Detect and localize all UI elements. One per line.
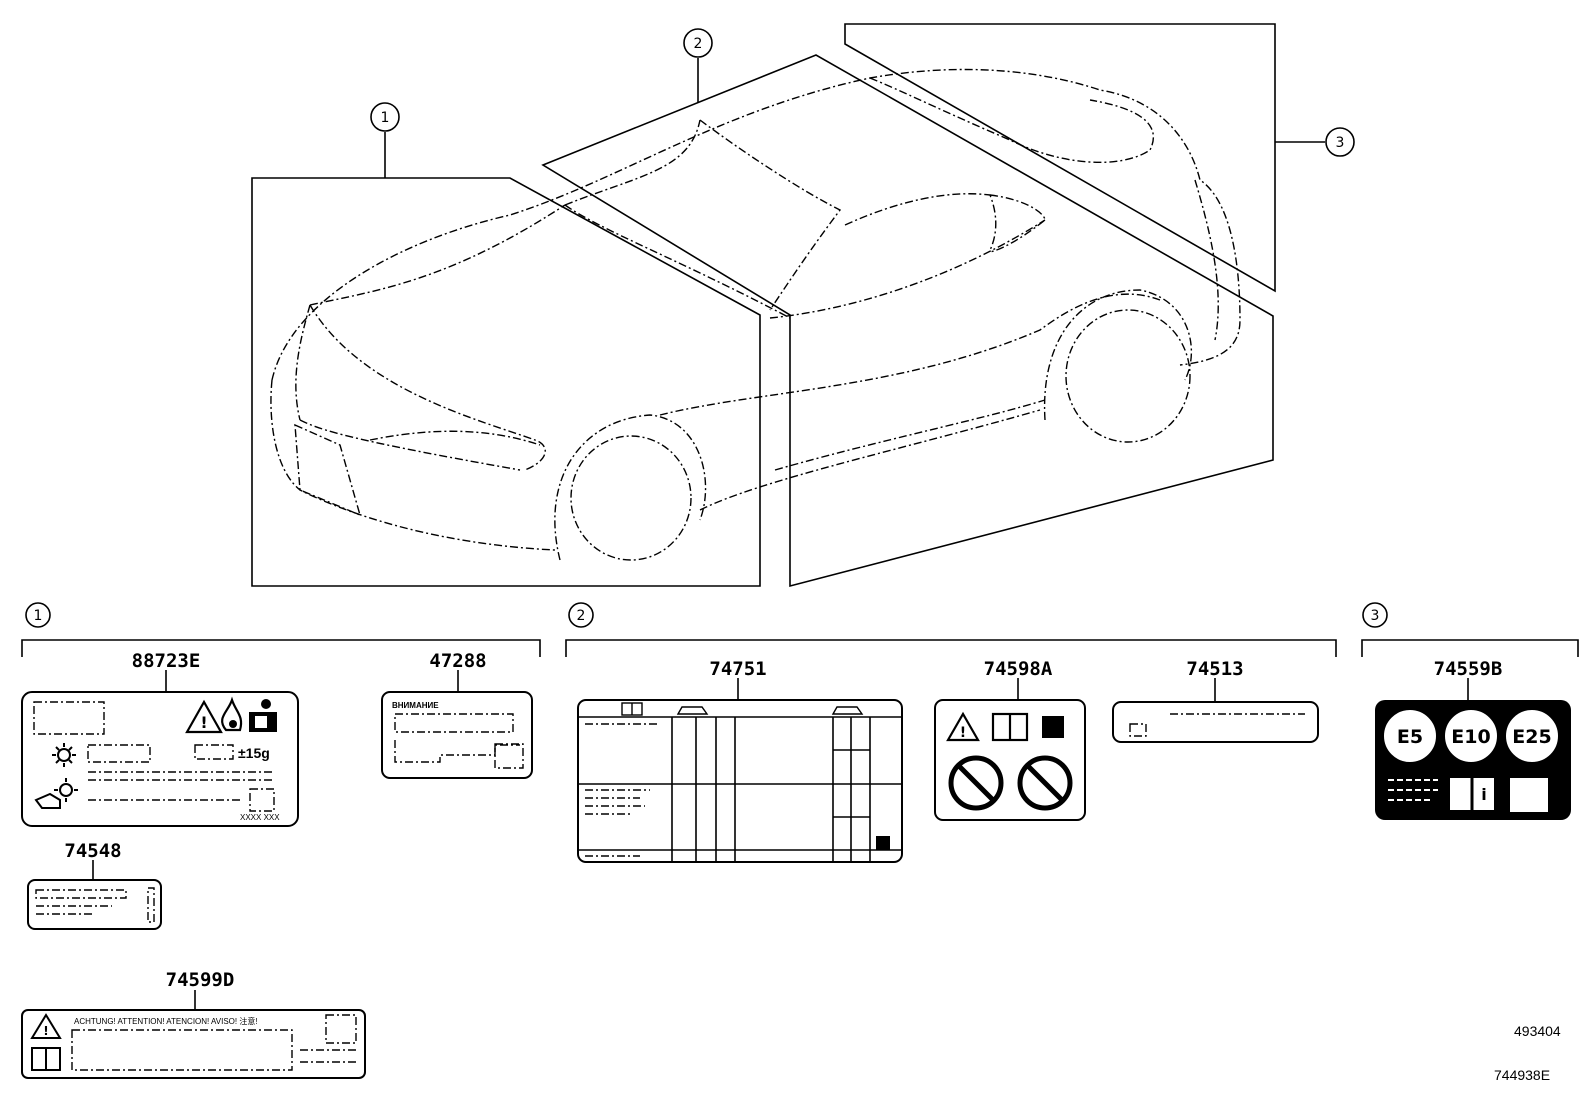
fuel-e5-badge — [1380, 706, 1440, 766]
car-icon — [676, 706, 709, 715]
svg-text:±15g: ±15g — [238, 745, 270, 761]
label-74548: 74548 — [27, 840, 162, 930]
warning-triangle-icon: ! — [946, 711, 980, 742]
fuel-e10-badge — [1441, 706, 1501, 766]
group-3-header: 3 — [1361, 602, 1579, 657]
svg-text:74559B: 74559B — [1434, 658, 1503, 680]
svg-text:ACHTUNG! ATTENTION! ATENCION: ACHTUNG! ATTENTION! ATENCION! AVISO! 注意! — [74, 1016, 258, 1026]
svg-text:E5: E5 — [1397, 726, 1423, 748]
fuel-e25-badge — [1502, 706, 1562, 766]
svg-text:E10: E10 — [1451, 726, 1490, 748]
svg-text:XXXX XXX: XXXX XXX — [240, 813, 280, 822]
svg-text:ВНИМАНИЕ: ВНИМАНИЕ — [392, 701, 439, 710]
svg-text:3: 3 — [1371, 608, 1380, 624]
ref-code-493404: 493404 — [1514, 1023, 1561, 1039]
car-illustration — [251, 23, 1276, 588]
no-child-seat-icon — [948, 755, 1004, 811]
label-74598A: 74598A ! — [934, 658, 1086, 821]
svg-text:74548: 74548 — [64, 840, 121, 862]
sun-refrigerant-icon — [52, 743, 76, 767]
warning-triangle-icon: ! — [185, 699, 223, 734]
manual-book-icon: i — [1450, 778, 1494, 810]
svg-text:1: 1 — [34, 608, 43, 624]
label-74513: 74513 — [1112, 658, 1319, 743]
label-74751: 74751 — [577, 658, 903, 863]
svg-text:!: ! — [200, 713, 207, 732]
label-47288: 47288 ВНИМАНИЕ — [381, 650, 533, 779]
manual-book-icon — [31, 1047, 61, 1071]
callout-2-top: 2 — [683, 28, 713, 103]
warning-triangle-icon: ! — [30, 1013, 62, 1039]
group-1-header: 1 — [21, 602, 541, 657]
svg-text:74598A: 74598A — [984, 658, 1053, 680]
svg-text:1: 1 — [381, 110, 390, 126]
ref-code-744938E: 744938E — [1494, 1067, 1550, 1083]
region-3-box — [844, 23, 1276, 293]
oil-can-icon — [34, 778, 78, 809]
svg-text:!: ! — [43, 1024, 48, 1038]
svg-text:88723E: 88723E — [132, 650, 201, 672]
label-74559B: 74559B E5 E10 E25 i — [1375, 658, 1571, 820]
svg-text:2: 2 — [694, 36, 703, 52]
flame-icon — [221, 696, 243, 732]
manual-book-icon — [991, 712, 1029, 742]
label-88723E: 88723E ! ±15g — [21, 650, 299, 827]
car-icon — [831, 706, 864, 715]
svg-text:2: 2 — [577, 608, 586, 624]
region-2-box — [541, 54, 1274, 588]
manual-reader-icon — [249, 699, 277, 732]
svg-text:3: 3 — [1336, 135, 1345, 151]
label-74599D: 74599D ! ACHTUNG! ATTENTION! ATENCION! A… — [21, 969, 366, 1079]
svg-text:i: i — [1481, 785, 1486, 804]
callout-3-top: 3 — [1275, 127, 1355, 157]
svg-text:74599D: 74599D — [166, 969, 235, 991]
svg-text:!: ! — [960, 725, 966, 741]
svg-text:74513: 74513 — [1186, 658, 1243, 680]
callout-1-top: 1 — [370, 102, 400, 178]
manual-book-icon — [621, 702, 643, 716]
svg-text:47288: 47288 — [429, 650, 486, 672]
region-1-box — [251, 177, 761, 587]
svg-text:E25: E25 — [1512, 726, 1551, 748]
svg-text:74751: 74751 — [709, 658, 766, 680]
no-child-seat-icon — [1017, 755, 1073, 811]
group-2-header: 2 — [565, 602, 1337, 657]
